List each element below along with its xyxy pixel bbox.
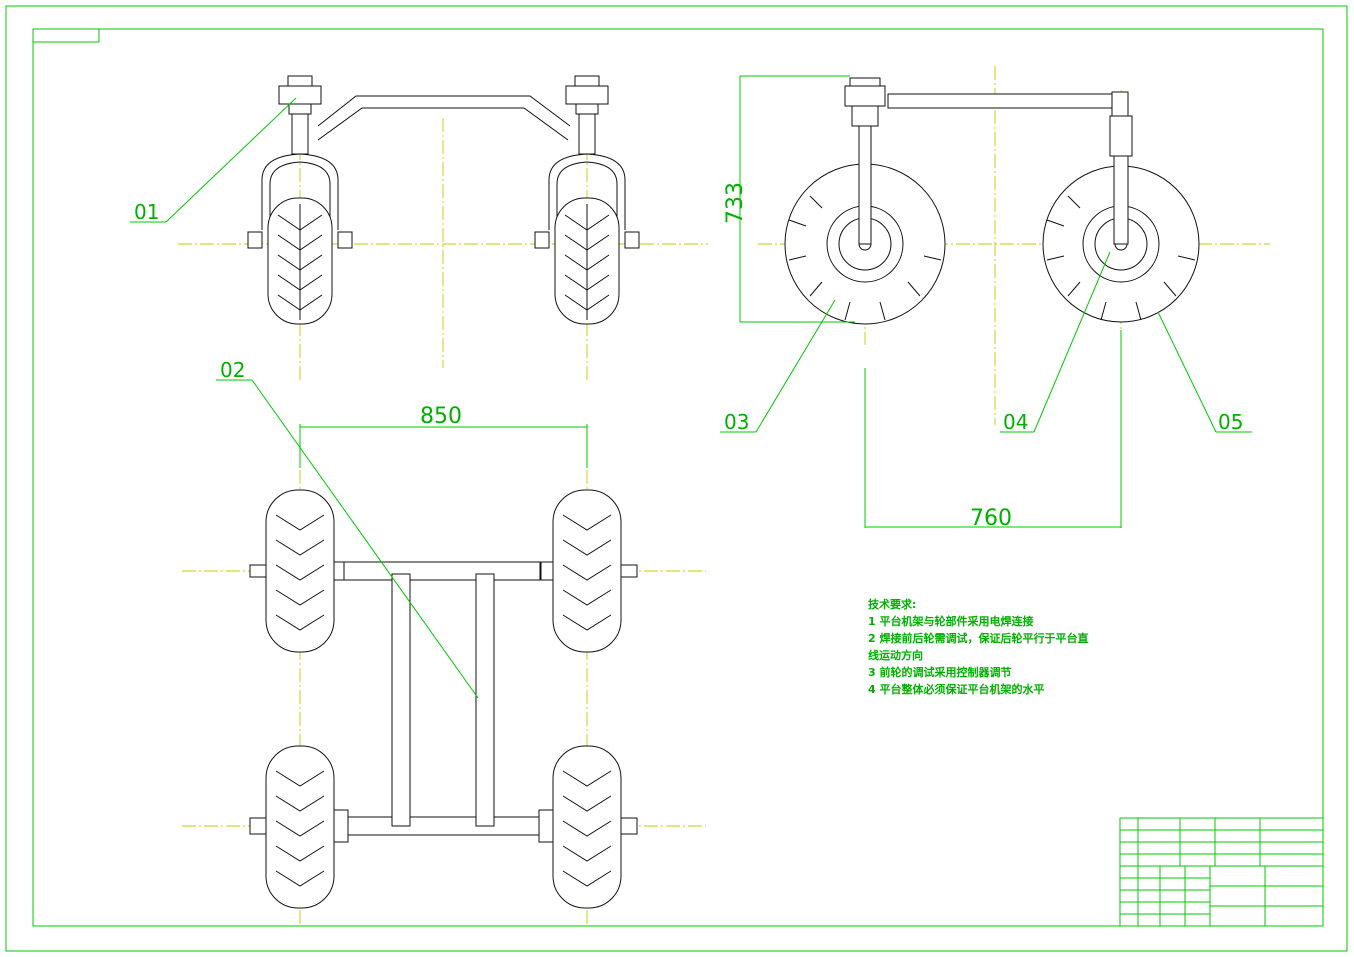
technical-requirements: 技术要求: 1 平台机架与轮部件采用电焊连接 2 焊接前后轮需调试，保证后轮平行… bbox=[868, 596, 1098, 698]
sheet-border bbox=[5, 5, 1348, 952]
dim-side-wheelbase: 760 bbox=[970, 506, 1012, 531]
note-2: 2 焊接前后轮需调试，保证后轮平行于平台直 bbox=[868, 632, 1089, 645]
balloon-04: 04 bbox=[1003, 410, 1028, 434]
balloon-02: 02 bbox=[220, 358, 245, 382]
balloon-01: 01 bbox=[134, 200, 159, 224]
side-front-wheel bbox=[784, 77, 946, 325]
note-3: 3 前轮的调试采用控制器调节 bbox=[868, 666, 1012, 679]
dim-side-height: 733 bbox=[723, 182, 748, 224]
note-4: 4 平台整体必须保证平台机架的水平 bbox=[868, 683, 1045, 696]
front-view: 01 bbox=[130, 75, 708, 382]
top-view: 850 02 bbox=[182, 358, 706, 925]
left-front-caster bbox=[247, 75, 353, 325]
note-2-cont: 线运动方向 bbox=[868, 649, 923, 662]
top-wheels bbox=[249, 489, 638, 909]
title-block bbox=[1119, 817, 1324, 927]
dim-track-width: 850 bbox=[420, 404, 462, 429]
balloon-03: 03 bbox=[724, 410, 749, 434]
note-1: 1 平台机架与轮部件采用电焊连接 bbox=[868, 615, 1034, 628]
balloon-05: 05 bbox=[1218, 410, 1243, 434]
right-front-caster bbox=[534, 75, 640, 325]
side-view: 733 760 03 04 05 bbox=[720, 66, 1270, 531]
notes-title: 技术要求: bbox=[868, 598, 917, 611]
side-rear-wheel bbox=[1042, 155, 1200, 323]
